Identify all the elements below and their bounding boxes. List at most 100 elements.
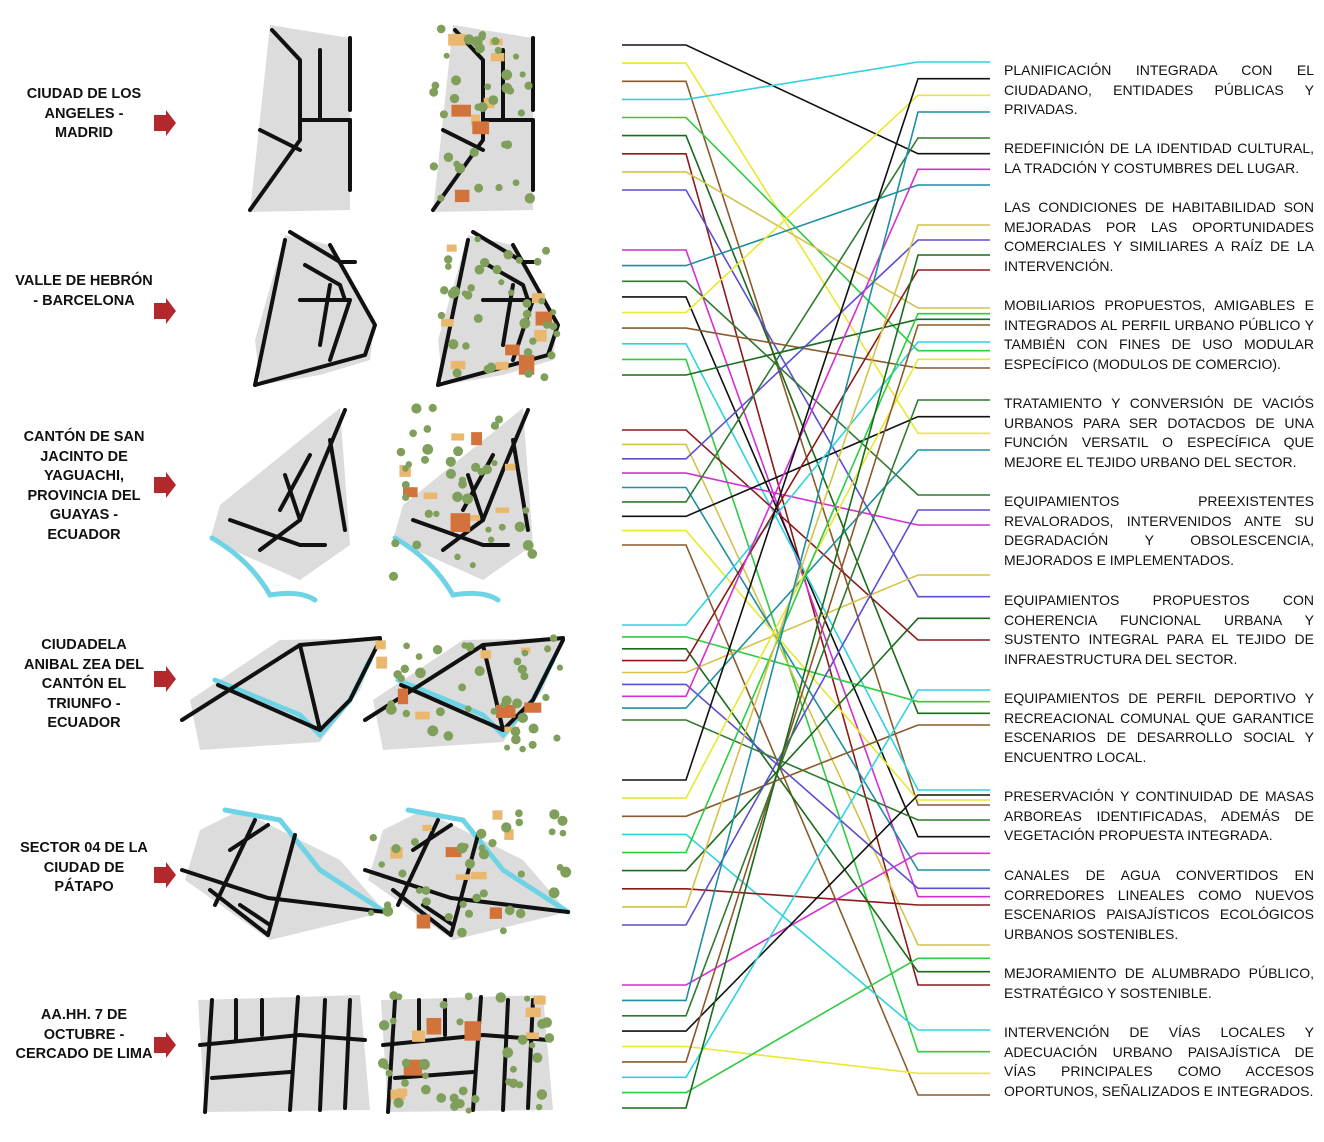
- tree: [443, 52, 450, 59]
- tree: [452, 491, 463, 503]
- tree: [424, 509, 433, 518]
- tree: [458, 683, 467, 692]
- road: [318, 998, 327, 1112]
- road: [393, 1070, 475, 1080]
- tree: [397, 674, 405, 682]
- tree: [456, 1018, 464, 1026]
- concept-5: TRATAMIENTO Y CONVERSIÓN DE VACIÓS URBAN…: [1004, 395, 1314, 470]
- tree: [436, 24, 446, 34]
- road: [441, 128, 485, 152]
- tree: [494, 46, 502, 54]
- tree: [505, 1078, 513, 1086]
- concept-9: PRESERVACIÓN Y CONTINUIDAD DE MASAS ARBO…: [1004, 788, 1314, 844]
- building-block: [451, 104, 472, 117]
- tree: [435, 707, 445, 717]
- tree: [537, 1019, 547, 1029]
- connector-line: [622, 472, 990, 526]
- tree: [461, 642, 469, 649]
- tree: [403, 642, 411, 650]
- tree: [385, 1069, 393, 1077]
- road: [288, 995, 300, 1112]
- plaza-block: [525, 1007, 541, 1018]
- connector-line: [622, 296, 990, 838]
- road: [213, 818, 257, 907]
- road: [526, 998, 535, 1110]
- tree: [524, 193, 535, 204]
- connector-line: [622, 94, 990, 314]
- tree: [472, 893, 482, 903]
- plaza-block: [495, 361, 509, 370]
- tree: [528, 1042, 536, 1049]
- tree: [476, 828, 487, 839]
- connector-line: [622, 1045, 990, 1075]
- tree: [511, 734, 521, 745]
- plaza-block: [525, 1032, 539, 1040]
- connector-line: [622, 153, 990, 986]
- tree: [495, 184, 503, 192]
- road: [253, 243, 377, 387]
- tree: [452, 368, 462, 378]
- connector-line: [622, 249, 990, 898]
- connector-line: [622, 280, 990, 496]
- tree: [513, 657, 522, 666]
- building-block: [403, 487, 418, 498]
- tree: [517, 109, 526, 117]
- plaza-block: [504, 829, 514, 840]
- tree: [519, 317, 531, 329]
- tree: [533, 257, 542, 266]
- tree: [474, 666, 485, 677]
- plaza-block: [495, 507, 510, 513]
- tree: [382, 905, 394, 917]
- tree: [453, 446, 464, 457]
- tree: [448, 339, 459, 350]
- arrow-icon: [154, 1032, 176, 1058]
- road: [466, 473, 485, 522]
- plaza-block: [422, 824, 432, 832]
- plaza-block: [471, 114, 480, 126]
- tree: [395, 993, 403, 1001]
- tree: [517, 1034, 528, 1045]
- tree: [464, 705, 472, 713]
- tree: [418, 1058, 430, 1070]
- tree: [517, 664, 527, 674]
- tree: [512, 53, 520, 60]
- tree: [515, 809, 523, 818]
- building-block: [454, 189, 470, 203]
- tree: [449, 1093, 459, 1103]
- proposal-map-3: [388, 403, 538, 603]
- road: [399, 638, 565, 732]
- tree: [542, 693, 550, 702]
- connector-line: [622, 324, 990, 1063]
- tree: [402, 709, 411, 718]
- road: [303, 263, 347, 302]
- connector-line: [622, 957, 990, 1094]
- tree: [474, 43, 485, 54]
- tree: [515, 256, 523, 264]
- road: [180, 868, 387, 914]
- tree: [529, 337, 537, 345]
- tree: [524, 995, 531, 1002]
- base-map-4: [180, 636, 382, 750]
- concept-4: MOBILIARIOS PROPUESTOS, AMIGABLES E INTE…: [1004, 297, 1314, 372]
- tree: [423, 425, 432, 433]
- tree: [487, 536, 495, 543]
- base-map-5: [180, 807, 388, 940]
- road: [421, 903, 455, 927]
- tree: [467, 284, 475, 292]
- connector-line: [622, 358, 990, 799]
- plaza-block: [448, 33, 466, 46]
- tree: [512, 698, 523, 709]
- tree: [427, 725, 439, 737]
- tree: [485, 526, 492, 533]
- road: [436, 238, 470, 387]
- tree: [478, 849, 490, 860]
- connector-line: [622, 683, 990, 890]
- site-area: [393, 408, 533, 580]
- tree: [517, 712, 529, 724]
- tree: [560, 866, 572, 878]
- site-area: [198, 995, 370, 1112]
- tree: [465, 1107, 472, 1114]
- tree: [421, 886, 431, 895]
